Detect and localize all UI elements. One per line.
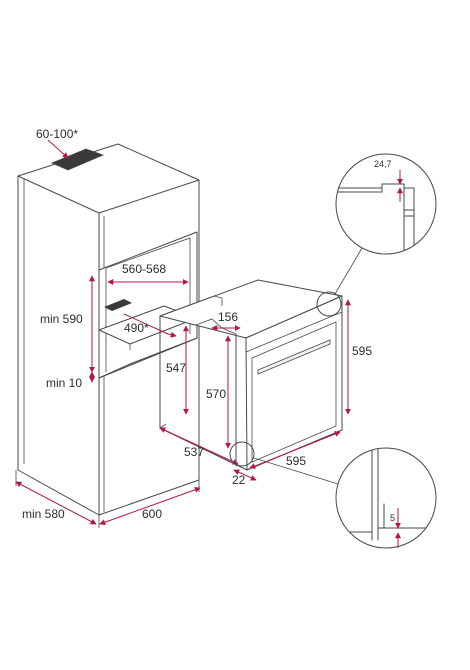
detail-top [316,153,437,317]
label-cutout-width: 560-568 [122,262,166,276]
label-oven-width: 156 [218,310,238,324]
label-depth-537: 537 [184,445,204,459]
label-detail-bottom: 5 [390,513,395,523]
label-detail-top: 24,7 [374,159,392,169]
label-vent: 60-100* [36,127,78,141]
label-front-width: 595 [286,454,306,468]
label-front-offset: 22 [232,473,246,487]
dimension-labels: 60-100* 560-568 min 590 490* min 10 156 … [22,127,395,523]
label-min-height: min 590 [40,312,83,326]
label-height-595: 595 [352,344,372,358]
label-min-bottom: min 10 [46,376,82,390]
label-cabinet-depth: min 580 [22,507,65,521]
label-cabinet-width: 600 [142,507,162,521]
label-height-570: 570 [206,387,226,401]
ventilation-opening [50,148,105,171]
oven-unit [159,279,343,471]
label-cavity-depth: 490* [124,321,149,335]
detail-bottom [229,441,437,549]
dimension-lines [15,139,351,528]
label-depth-547: 547 [166,361,186,375]
cabinet-niche [98,231,198,379]
